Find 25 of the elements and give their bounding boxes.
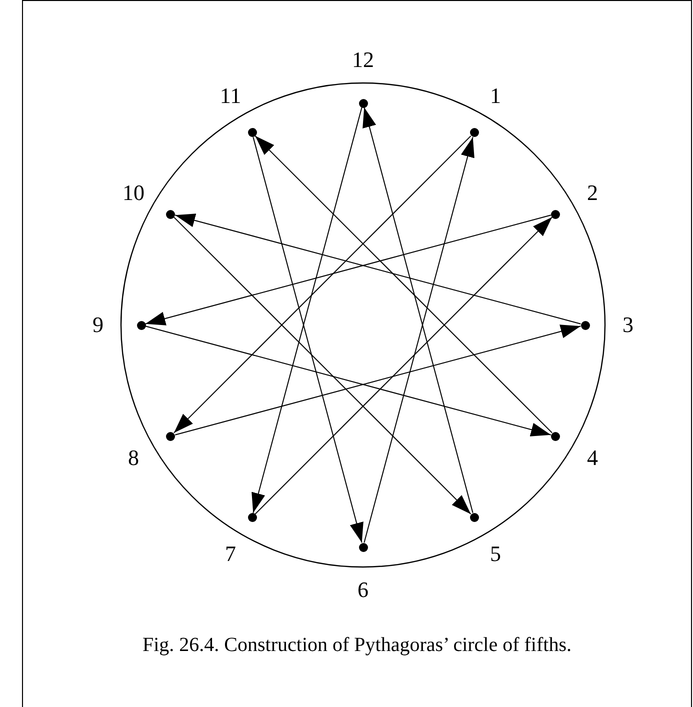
arrow (254, 216, 553, 515)
point-number: 8 (128, 446, 139, 468)
arrow (173, 216, 472, 515)
point-number: 2 (586, 182, 598, 204)
point-number: 3 (622, 314, 634, 336)
arrow (173, 135, 472, 434)
point-number: 9 (92, 314, 104, 336)
arrow (144, 214, 552, 326)
arrow (252, 136, 364, 544)
point-number: 5 (490, 543, 501, 566)
point-number: 11 (220, 84, 242, 106)
point-number: 7 (225, 543, 236, 566)
arrow (144, 326, 552, 436)
point-number: 10 (122, 182, 144, 204)
arrow (362, 106, 474, 514)
arrow (254, 135, 553, 434)
arrow (364, 136, 474, 544)
arrow (174, 324, 582, 436)
point-number: 1 (490, 84, 501, 106)
point-number: 6 (358, 579, 368, 601)
arrow (174, 214, 582, 324)
arrow (252, 106, 362, 514)
point-number: 12 (352, 49, 374, 71)
point-number: 4 (586, 446, 598, 468)
figure-caption: Fig. 26.4. Construction of Pythagoras’ circle of fifths. (141, 634, 572, 657)
